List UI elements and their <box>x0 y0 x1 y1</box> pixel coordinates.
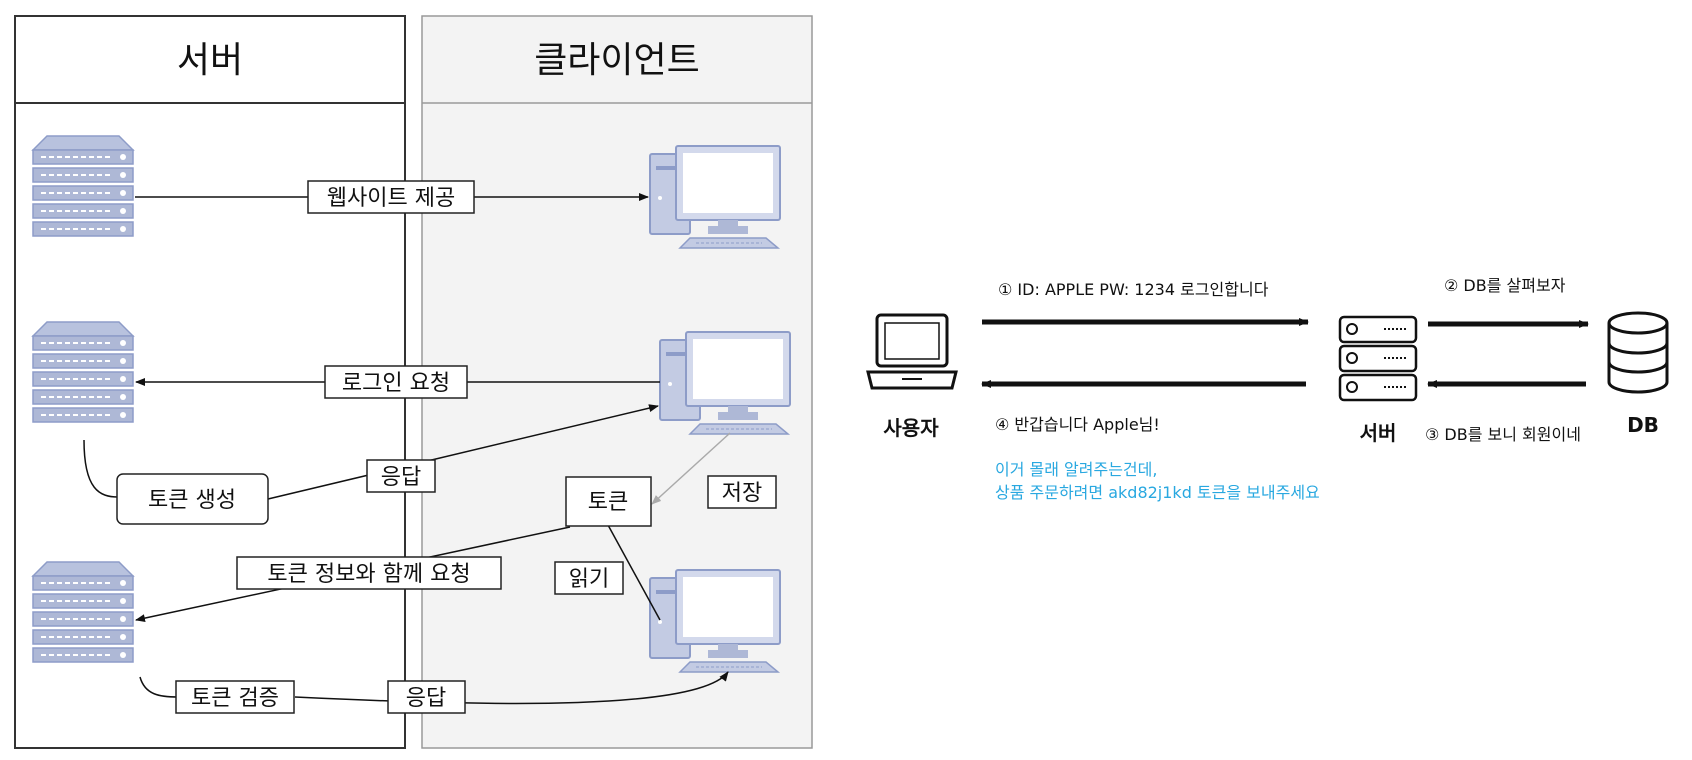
step4-text: ④ 반갑습니다 Apple님! <box>995 415 1160 434</box>
read-connector <box>607 524 661 621</box>
database-icon <box>1607 311 1669 394</box>
login-request-label: 로그인 요청 <box>324 365 468 399</box>
response-arrow-2 <box>294 671 729 705</box>
server-header: 서버 <box>177 40 243 81</box>
store-label: 저장 <box>707 475 777 509</box>
svg-text:로그인 요청: 로그인 요청 <box>342 371 450 396</box>
server-label: 서버 <box>1360 421 1397 445</box>
svg-text:토큰 생성: 토큰 생성 <box>148 488 236 513</box>
svg-text:웹사이트 제공: 웹사이트 제공 <box>327 186 455 211</box>
step1-text: ① ID: APPLE PW: 1234 로그인합니다 <box>998 280 1269 299</box>
create-token-connector <box>83 439 119 498</box>
svg-text:토큰 검증: 토큰 검증 <box>191 686 279 711</box>
token-note-line1: 이거 몰래 알려주는건데, <box>995 460 1157 479</box>
token-label: 토큰 <box>565 476 652 527</box>
response-arrow-1 <box>267 404 659 500</box>
svg-text:토큰: 토큰 <box>588 490 628 515</box>
verify-connector <box>139 676 179 698</box>
laptop-icon <box>866 313 958 390</box>
left-diagram: 서버 클라이언트 웹사이트 제공 로그인 요청 응답 <box>14 15 813 749</box>
provide-website-label: 웹사이트 제공 <box>307 180 475 214</box>
svg-text:응답: 응답 <box>381 465 421 490</box>
token-note-line2: 상품 주문하려면 akd82j1kd 토큰을 보내주세요 <box>995 483 1320 502</box>
svg-text:읽기: 읽기 <box>569 567 609 592</box>
step2-text: ② DB를 살펴보자 <box>1444 276 1566 295</box>
server-icon <box>1338 315 1418 402</box>
read-label: 읽기 <box>554 561 624 595</box>
create-token-label: 토큰 생성 <box>116 473 269 525</box>
client-header: 클라이언트 <box>534 40 700 81</box>
svg-text:토큰 정보와 함께 요청: 토큰 정보와 함께 요청 <box>267 562 470 587</box>
response-label-1: 응답 <box>366 459 436 493</box>
svg-text:저장: 저장 <box>722 481 762 506</box>
verify-token-label: 토큰 검증 <box>175 680 295 714</box>
db-label: DB <box>1627 413 1659 437</box>
request-with-token-label: 토큰 정보와 함께 요청 <box>236 556 502 590</box>
step3-text: ③ DB를 보니 회원이네 <box>1425 425 1581 444</box>
right-diagram: 사용자 서버 DB ① I <box>866 276 1669 502</box>
store-arrow <box>651 432 731 505</box>
svg-text:응답: 응답 <box>406 686 446 711</box>
response-label-2: 응답 <box>387 680 466 714</box>
user-label: 사용자 <box>883 416 939 440</box>
